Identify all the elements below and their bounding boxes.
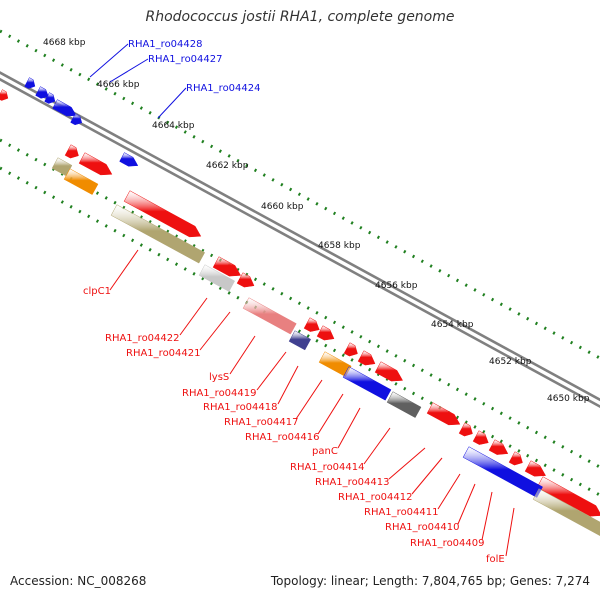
- gene-feature-box: [386, 391, 422, 418]
- reverse-gene-label: RHA1_ro04412: [338, 492, 413, 503]
- reverse-label-leader: [109, 249, 139, 291]
- genome-backbone: [0, 71, 600, 402]
- reverse-gene-arrow: [303, 317, 320, 332]
- reverse-gene-arrow: [458, 422, 473, 437]
- reverse-gene-arrow: [343, 342, 358, 357]
- reverse-gene-label: clpC1: [83, 286, 111, 297]
- reverse-gene-label: RHA1_ro04418: [203, 402, 278, 413]
- scale-label: 4650 kbp: [547, 394, 590, 404]
- reverse-label-leader: [388, 447, 426, 480]
- scale-label: 4662 kbp: [206, 161, 249, 171]
- forward-label-leader: [157, 87, 187, 119]
- reverse-gene-label: RHA1_ro04422: [105, 333, 180, 344]
- reverse-gene-arrow: [508, 451, 523, 466]
- reverse-gene-arrow: [472, 430, 489, 445]
- genome-title: Rhodococcus jostii RHA1, complete genome: [145, 9, 455, 25]
- scale-label: 4666 kbp: [97, 80, 140, 90]
- gene-feature-box: [110, 204, 206, 264]
- scale-track-lower-2: [0, 166, 600, 497]
- reverse-label-leader: [363, 427, 391, 465]
- reverse-gene-arrow: [524, 460, 547, 477]
- reverse-gene-label: folE: [486, 554, 505, 565]
- reverse-gene-arrow: [357, 350, 376, 366]
- reverse-gene-arrow: [212, 256, 242, 277]
- reverse-label-leader: [505, 507, 515, 557]
- scale-track-upper: [0, 29, 600, 360]
- reverse-label-leader: [199, 311, 231, 351]
- forward-gene-arrow: [52, 99, 77, 117]
- reverse-label-leader: [411, 457, 443, 495]
- genome-backbone: [0, 77, 600, 409]
- reverse-label-leader: [295, 379, 323, 420]
- gene-feature-box: [342, 366, 392, 401]
- reverse-gene-label: RHA1_ro04414: [290, 462, 365, 473]
- reverse-label-leader: [179, 297, 208, 336]
- reverse-gene-arrow: [374, 361, 404, 382]
- gene-feature-box: [532, 488, 600, 537]
- topology-label: Topology: linear; Length: 7,804,765 bp; …: [270, 574, 590, 588]
- forward-label-leader: [109, 58, 149, 83]
- scale-label: 4654 kbp: [431, 320, 474, 330]
- scale-label: 4660 kbp: [261, 202, 304, 212]
- reverse-gene-arrow: [488, 439, 509, 455]
- scale-label: 4664 kbp: [152, 121, 195, 131]
- reverse-gene-arrow: [78, 152, 113, 176]
- forward-gene-arrow: [119, 152, 139, 167]
- reverse-label-leader: [317, 393, 344, 435]
- reverse-gene-arrow: [123, 190, 202, 238]
- reverse-gene-label: RHA1_ro04421: [126, 348, 201, 359]
- reverse-gene-label: RHA1_ro04419: [182, 388, 257, 399]
- forward-gene-arrow: [24, 77, 36, 89]
- reverse-label-leader: [337, 407, 361, 449]
- gene-feature-box: [242, 297, 297, 335]
- reverse-gene-label: RHA1_ro04416: [245, 432, 320, 443]
- reverse-gene-label: RHA1_ro04411: [364, 507, 439, 518]
- reverse-gene-label: RHA1_ro04409: [410, 538, 485, 549]
- reverse-label-leader: [457, 483, 476, 525]
- forward-gene-arrow: [35, 86, 49, 99]
- reverse-gene-label: RHA1_ro04410: [385, 522, 460, 533]
- accession-label: Accession: NC_008268: [10, 574, 147, 588]
- forward-label-leader: [89, 43, 129, 78]
- scale-label: 4652 kbp: [489, 357, 532, 367]
- reverse-gene-label: panC: [312, 446, 338, 457]
- scale-track-lower: [0, 138, 600, 469]
- reverse-gene-label: lysS: [209, 372, 229, 383]
- forward-gene-arrow: [0, 89, 9, 101]
- forward-gene-label: RHA1_ro04424: [186, 83, 261, 94]
- reverse-gene-arrow: [316, 325, 335, 341]
- reverse-label-leader: [256, 351, 287, 391]
- scale-label: 4656 kbp: [375, 281, 418, 291]
- scale-label: 4658 kbp: [318, 241, 361, 251]
- gene-feature-box: [198, 264, 236, 292]
- forward-gene-arrow: [70, 113, 83, 126]
- reverse-gene-arrow: [236, 272, 255, 288]
- forward-gene-label: RHA1_ro04428: [128, 39, 203, 50]
- forward-gene-arrow: [44, 92, 56, 104]
- scale-label: 4668 kbp: [43, 38, 86, 48]
- reverse-gene-label: RHA1_ro04417: [224, 417, 299, 428]
- reverse-label-leader: [229, 335, 256, 375]
- gene-feature-box: [288, 330, 312, 351]
- reverse-label-leader: [277, 365, 299, 405]
- forward-gene-label: RHA1_ro04427: [148, 54, 223, 65]
- reverse-label-leader: [481, 491, 493, 541]
- reverse-gene-arrow: [426, 402, 461, 426]
- reverse-gene-arrow: [64, 144, 79, 159]
- reverse-gene-label: RHA1_ro04413: [315, 477, 390, 488]
- reverse-label-leader: [437, 473, 461, 510]
- gene-feature-box: [63, 168, 99, 195]
